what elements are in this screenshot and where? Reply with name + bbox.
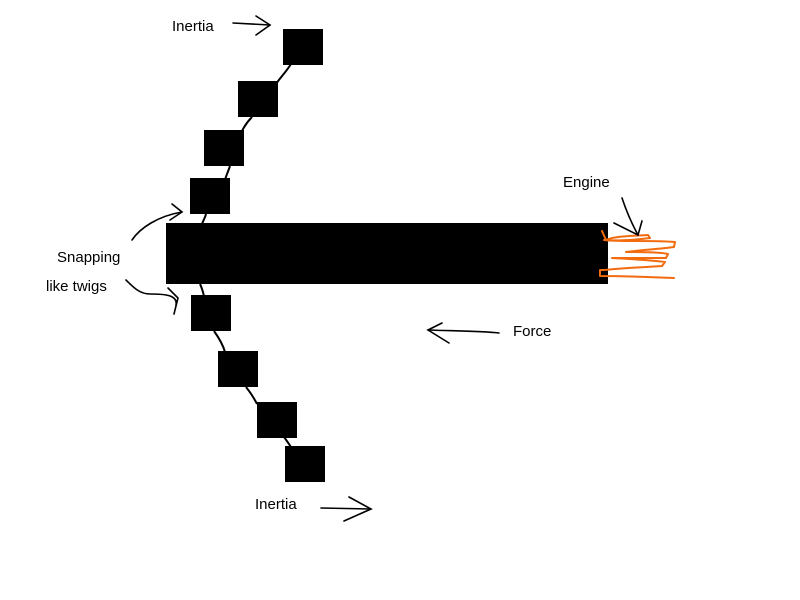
- engine-arrow-icon: [613, 197, 643, 237]
- chain-link: [201, 213, 207, 225]
- inertia-top-label: Inertia: [172, 18, 214, 35]
- top-block-2: [238, 81, 278, 117]
- chain-link: [283, 436, 292, 448]
- inertia-top-arrow-icon: [232, 15, 272, 36]
- chain-link: [275, 63, 292, 85]
- snapping-label-line1: Snapping: [57, 249, 121, 266]
- top-block-1: [283, 29, 323, 65]
- chain-link: [213, 330, 226, 353]
- inertia-bottom-arrow-icon: [320, 496, 373, 522]
- chain-link: [199, 283, 205, 297]
- engine-flame: [599, 230, 676, 279]
- inertia-bottom-label: Inertia: [255, 496, 297, 513]
- bottom-block-4: [285, 446, 325, 482]
- top-block-3: [204, 130, 244, 166]
- top-block-4: [190, 178, 230, 214]
- bottom-block-2: [218, 351, 258, 387]
- force-label: Force: [513, 323, 552, 340]
- bottom-block-3: [257, 402, 297, 438]
- chain-link: [245, 386, 258, 405]
- engine-label: Engine: [563, 174, 610, 191]
- rocket-body: [166, 223, 608, 284]
- bottom-block-1: [191, 295, 231, 331]
- chain-link: [224, 165, 231, 181]
- force-arrow-icon: [426, 322, 500, 344]
- snapping-label-line2: like twigs: [46, 278, 107, 295]
- chain-link: [241, 116, 253, 132]
- snapping-upper-arrow-icon: [131, 203, 184, 241]
- snapping-lower-arrow-icon: [125, 279, 179, 315]
